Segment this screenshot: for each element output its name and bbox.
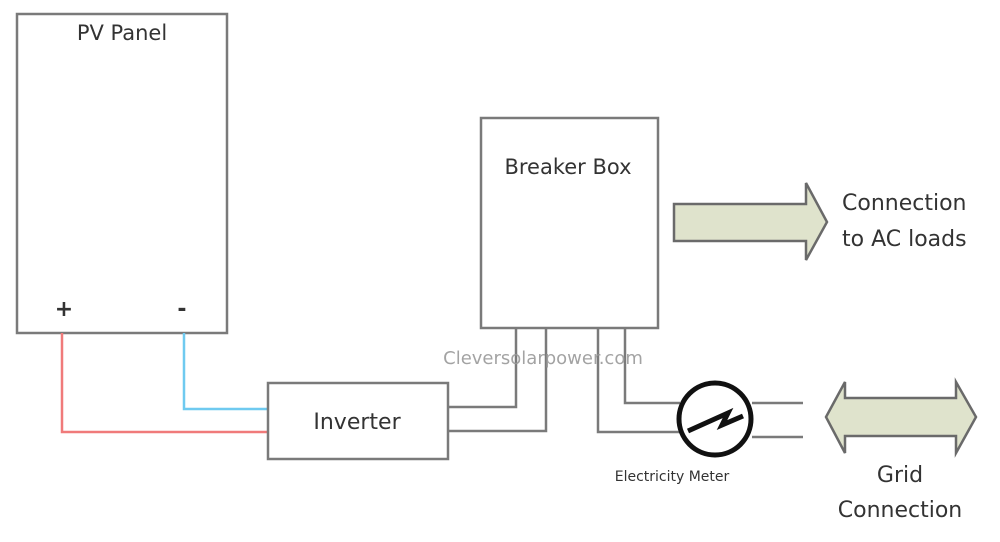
inverter-breaker-wire-1 (448, 328, 518, 409)
ac-loads-label-line2: to AC loads (842, 227, 967, 252)
inverter-label: Inverter (313, 410, 401, 435)
watermark-text: Cleversolarpower.com (443, 348, 643, 369)
negative-dc-wire (182, 333, 268, 411)
pv-panel-box (15, 12, 229, 335)
ac-loads-label-line1: Connection (842, 191, 966, 216)
ac-loads-arrow-icon (672, 182, 829, 261)
grid-label-line1: Grid (877, 463, 923, 488)
breaker-box-label: Breaker Box (504, 155, 631, 179)
inverter-box (266, 381, 450, 461)
grid-bidirectional-arrow-icon (824, 377, 978, 458)
positive-terminal-label: + (55, 297, 73, 322)
electricity-meter-icon (676, 380, 754, 458)
pv-panel-label: PV Panel (77, 21, 167, 45)
breaker-box (479, 116, 660, 330)
breaker-meter-wire-2 (623, 328, 680, 405)
negative-terminal-label: - (177, 297, 186, 322)
electricity-meter-label: Electricity Meter (615, 469, 730, 485)
grid-label-line2: Connection (838, 498, 962, 523)
positive-dc-wire (60, 333, 268, 434)
inverter-breaker-wire-2 (448, 328, 548, 433)
breaker-meter-wire-1 (596, 328, 680, 434)
